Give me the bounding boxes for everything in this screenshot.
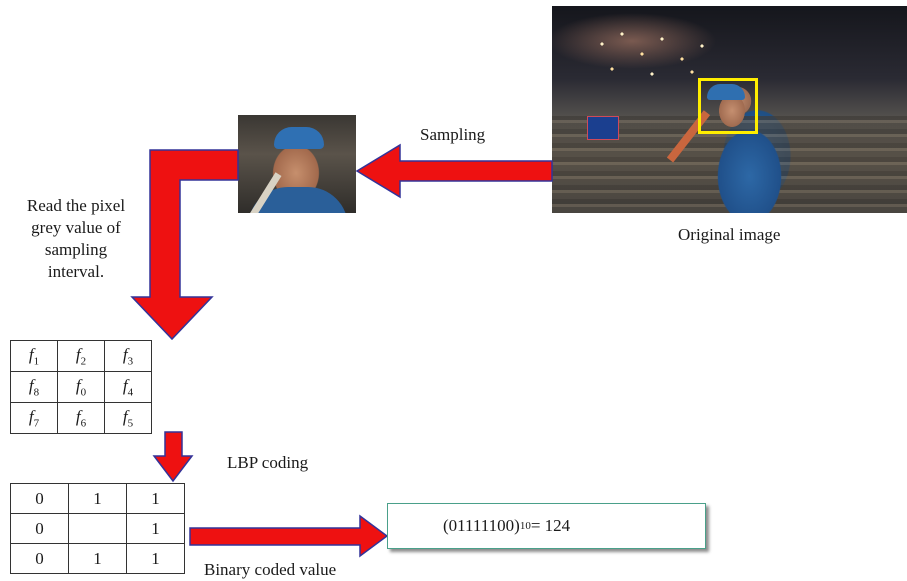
binary-cell: 1 <box>126 483 185 514</box>
original-image <box>552 6 907 213</box>
binary-cell: 1 <box>126 513 185 544</box>
result-box: (01111100)10 = 124 <box>387 503 706 549</box>
binary-grid: 0 1 1 0 1 0 1 1 <box>10 483 185 574</box>
read-pixel-arrow <box>130 149 239 341</box>
sample-cap <box>274 127 324 149</box>
grid-cell-f6: f6 <box>57 402 105 434</box>
binary-row: 0 1 1 <box>10 483 185 514</box>
fireworks <box>592 24 722 84</box>
grid-cell-f8: f8 <box>10 371 58 403</box>
binary-cell: 1 <box>126 543 185 574</box>
binary-cell <box>68 513 127 544</box>
read-pixel-line-3: sampling <box>44 240 108 259</box>
grid-cell-f3: f3 <box>104 340 152 372</box>
binary-value-arrow <box>189 514 389 558</box>
sampling-arrow <box>355 143 553 199</box>
original-image-label: Original image <box>678 225 781 244</box>
lbp-coding-label: LBP coding <box>227 453 309 472</box>
grid-row: f7 f6 f5 <box>10 402 152 434</box>
grid-row: f1 f2 f3 <box>10 340 152 372</box>
result-equals: = 124 <box>530 516 571 535</box>
binary-row: 0 1 <box>10 513 185 544</box>
grid-cell-f0: f0 <box>57 371 105 403</box>
grid-cell-f5: f5 <box>104 402 152 434</box>
face-detection-box <box>698 78 758 134</box>
scoreboard <box>587 116 619 140</box>
result-binary: (01111100) <box>443 516 520 535</box>
sampling-label: Sampling <box>420 125 486 144</box>
binary-row: 0 1 1 <box>10 543 185 574</box>
binary-cell: 1 <box>68 483 127 514</box>
binary-coded-value-label: Binary coded value <box>204 560 337 579</box>
binary-cell: 1 <box>68 543 127 574</box>
read-pixel-label: Read the pixel grey value of sampling in… <box>8 195 144 283</box>
grid-cell-f2: f2 <box>57 340 105 372</box>
binary-cell: 0 <box>10 513 69 544</box>
grid-row: f8 f0 f4 <box>10 371 152 403</box>
sampled-face-image <box>238 115 356 213</box>
read-pixel-line-1: Read the pixel <box>26 196 126 215</box>
binary-cell: 0 <box>10 483 69 514</box>
read-pixel-line-4: interval. <box>47 262 105 281</box>
neighborhood-grid: f1 f2 f3 f8 f0 f4 f7 f6 f5 <box>10 340 152 434</box>
read-pixel-line-2: grey value of <box>31 218 121 237</box>
grid-cell-f4: f4 <box>104 371 152 403</box>
player-cap <box>707 84 745 100</box>
lbp-coding-arrow <box>152 431 194 483</box>
result-base: 10 <box>519 520 531 532</box>
binary-cell: 0 <box>10 543 69 574</box>
grid-cell-f1: f1 <box>10 340 58 372</box>
grid-cell-f7: f7 <box>10 402 58 434</box>
